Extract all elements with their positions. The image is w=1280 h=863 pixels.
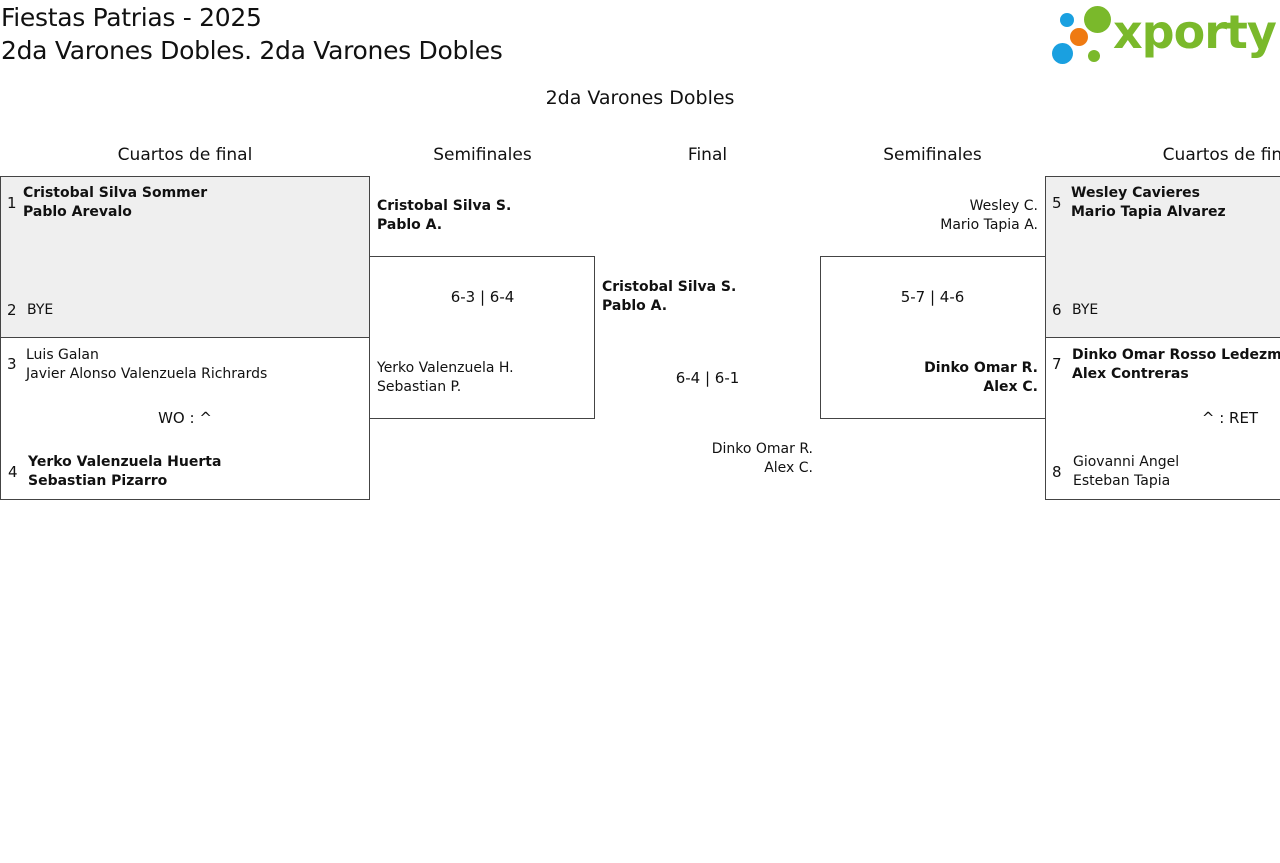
player-name: Cristobal Silva Sommer (23, 185, 208, 201)
seed-number: 5 (1052, 194, 1062, 212)
match-score: 6-3 | 6-4 (450, 288, 515, 306)
player-name: Alex Contreras (1072, 366, 1189, 382)
team-entry[interactable]: Wesley Cavieres Mario Tapia Alvarez (1071, 184, 1226, 222)
round-header-final: Final (687, 145, 728, 165)
team-entry[interactable]: Dinko Omar Rosso Ledezma Alex Contreras (1072, 346, 1280, 384)
right-qf-match-2[interactable] (1045, 337, 1280, 500)
team-entry[interactable]: Dinko Omar R. Alex C. (820, 359, 1038, 397)
team-entry[interactable]: Dinko Omar R. Alex C. (595, 440, 813, 478)
player-name: Alex C. (764, 460, 813, 476)
final-score: 6-4 | 6-1 (675, 369, 740, 387)
logo-dot-green-icon (1084, 6, 1111, 33)
player-name: Dinko Omar R. (711, 441, 813, 457)
player-name: Sebastian Pizarro (28, 473, 168, 489)
match-score: WO : ^ (158, 409, 212, 427)
player-name: Mario Tapia A. (940, 217, 1038, 233)
tournament-title: Fiestas Patrias - 2025 (1, 3, 262, 32)
seed-number: 7 (1052, 355, 1062, 373)
team-entry[interactable]: Cristobal Silva Sommer Pablo Arevalo (23, 184, 207, 222)
player-name: Mario Tapia Alvarez (1071, 204, 1226, 220)
player-name: Cristobal Silva S. (377, 198, 512, 214)
match-score: ^ : RET (1201, 409, 1259, 427)
left-qf-match-1[interactable] (0, 176, 370, 338)
seed-number: 6 (1052, 301, 1062, 319)
seed-number: 8 (1052, 463, 1062, 481)
player-name: Wesley Cavieres (1071, 185, 1200, 201)
team-entry[interactable]: Yerko Valenzuela Huerta Sebastian Pizarr… (28, 453, 221, 491)
logo-dot-green-small-icon (1088, 50, 1100, 62)
player-name: Alex C. (983, 379, 1038, 395)
seed-number: 3 (7, 355, 17, 373)
team-entry[interactable]: Cristobal Silva S. Pablo A. (602, 278, 736, 316)
player-name: Giovanni Angel (1073, 454, 1180, 470)
round-header-left-quarterfinals: Cuartos de final (117, 145, 253, 165)
player-name: Wesley C. (969, 198, 1038, 214)
player-name: Pablo A. (602, 298, 668, 314)
seed-number: 4 (8, 463, 18, 481)
logo-wordmark: xporty (1113, 5, 1277, 59)
team-entry[interactable]: Giovanni Angel Esteban Tapia (1073, 453, 1179, 491)
xporty-logo[interactable]: xporty (1050, 2, 1277, 68)
logo-dot-blue-small-icon (1060, 13, 1074, 27)
player-name: Yerko Valenzuela H. (377, 360, 514, 376)
team-entry[interactable]: Cristobal Silva S. Pablo A. (377, 197, 511, 235)
round-header-right-semifinals: Semifinales (883, 145, 982, 165)
player-name: Dinko Omar Rosso Ledezma (1072, 347, 1280, 363)
draw-title: 2da Varones Dobles (545, 87, 735, 109)
team-entry-bye: BYE (1072, 302, 1099, 318)
seed-number: 1 (7, 194, 17, 212)
logo-dot-orange-icon (1070, 28, 1088, 46)
category-title: 2da Varones Dobles. 2da Varones Dobles (1, 36, 503, 65)
team-entry[interactable]: Yerko Valenzuela H. Sebastian P. (377, 359, 514, 397)
player-name: Dinko Omar R. (924, 360, 1038, 376)
right-qf-match-1[interactable] (1045, 176, 1280, 338)
player-name: Javier Alonso Valenzuela Richrards (26, 366, 268, 382)
player-name: Esteban Tapia (1073, 473, 1171, 489)
player-name: Cristobal Silva S. (602, 279, 737, 295)
team-entry[interactable]: Luis Galan Javier Alonso Valenzuela Rich… (26, 346, 267, 384)
player-name: Yerko Valenzuela Huerta (28, 454, 222, 470)
match-score: 5-7 | 4-6 (900, 288, 965, 306)
player-name: Sebastian P. (377, 379, 462, 395)
team-entry[interactable]: Wesley C. Mario Tapia A. (820, 197, 1038, 235)
logo-dot-blue-large-icon (1052, 43, 1073, 64)
team-entry-bye: BYE (27, 302, 54, 318)
player-name: Pablo A. (377, 217, 443, 233)
player-name: Luis Galan (26, 347, 99, 363)
seed-number: 2 (7, 301, 17, 319)
round-header-left-semifinals: Semifinales (433, 145, 532, 165)
round-header-right-quarterfinals: Cuartos de final (1162, 145, 1280, 165)
player-name: Pablo Arevalo (23, 204, 132, 220)
left-semifinal-match[interactable] (369, 256, 595, 419)
